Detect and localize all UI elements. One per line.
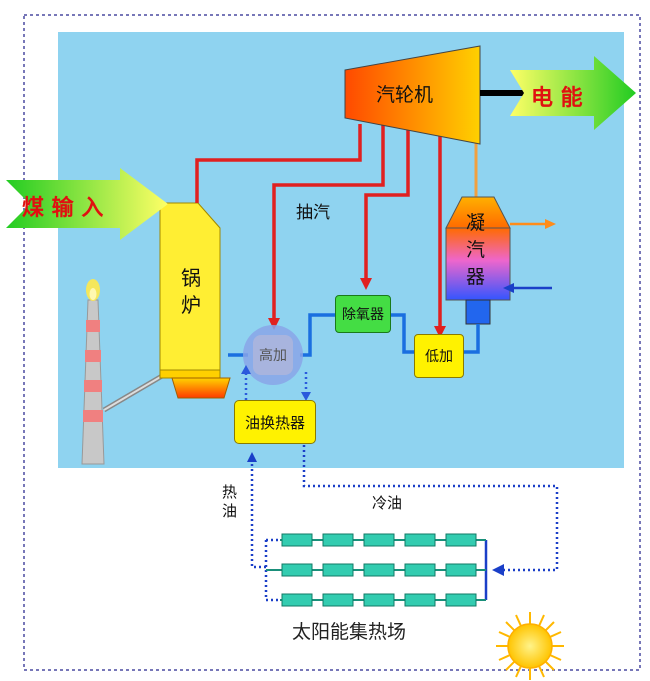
- condenser-label-line1: 凝: [466, 212, 486, 234]
- flue-duct-highlight: [103, 375, 163, 411]
- oil-lines: [250, 445, 559, 572]
- boiler-label-line2: 炉: [181, 293, 201, 317]
- cooling-water-in-arrowhead: [503, 283, 514, 293]
- cold-oil-label: 冷油: [372, 494, 403, 512]
- sun-icon: [496, 612, 564, 680]
- boiler: [159, 202, 231, 399]
- chimney: [81, 279, 105, 465]
- coal-input-label: 煤 输 入: [22, 196, 104, 221]
- cooling-water-out-arrowhead: [545, 219, 556, 229]
- oil-arrow-down: [301, 392, 311, 401]
- hot-oil-label-line1: 热: [222, 483, 238, 501]
- condenser-label-line3: 器: [466, 266, 486, 288]
- solar-field-label: 太阳能集热场: [292, 621, 407, 643]
- turbine-label: 汽轮机: [376, 84, 434, 106]
- turbine: [344, 45, 481, 145]
- oil-arrow-up: [241, 365, 251, 374]
- condenser-label-line2: 汽: [466, 239, 486, 261]
- cold-oil-arrowhead: [492, 564, 504, 576]
- steam-arrowheads: [268, 278, 446, 338]
- oil-heat-exchanger-box: 油换热器: [234, 400, 316, 444]
- hp-heater-label: 高加: [259, 348, 287, 364]
- coal-input-arrow: [6, 168, 168, 240]
- electricity-label: 电 能: [531, 86, 583, 111]
- outer-frame: [23, 14, 641, 671]
- steam-lines: [195, 124, 442, 328]
- oil-loop-upper: [244, 372, 308, 400]
- hot-oil-arrowhead: [247, 452, 257, 462]
- lp-heater-box: 低加: [414, 334, 464, 378]
- hp-heater: [243, 325, 303, 385]
- hot-oil-label-line2: 油: [222, 502, 238, 520]
- extraction-label: 抽汽: [296, 203, 330, 223]
- solar-collector-field: [264, 533, 488, 607]
- deaerator-box: 除氧器: [335, 295, 391, 333]
- electricity-arrow: [510, 56, 636, 130]
- boiler-label-line1: 锅: [181, 266, 201, 290]
- condenser: [445, 196, 511, 325]
